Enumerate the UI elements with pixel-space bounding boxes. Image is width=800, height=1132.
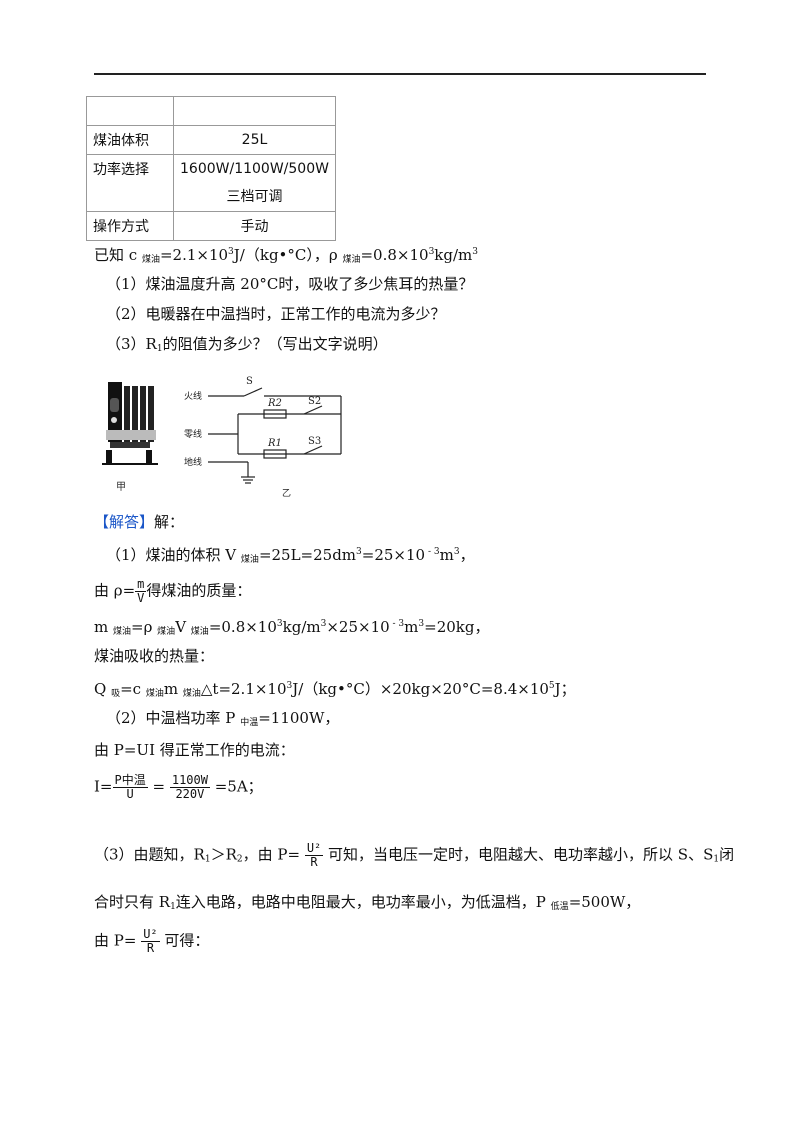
answer-heading: 【解答】解： [94, 513, 185, 531]
table-row: 操作方式 手动 [86, 211, 336, 241]
ground-wire-label: 地线 [184, 456, 202, 468]
circuit-diagram [208, 387, 342, 484]
power-adjust: 三档可调 [226, 189, 283, 205]
question-3: （3）R1的阻值为多少？（写出文字说明） [106, 335, 388, 354]
given-line: 已知 c 煤油=2.1×103J/（kg•°C），ρ 煤油=0.8×103kg/… [94, 246, 478, 265]
answer-step-7: 由 P=UI 得正常工作的电流： [94, 741, 295, 759]
table-cell: 25L [173, 125, 336, 155]
table-row: 煤油体积 25L [86, 125, 336, 155]
table-cell: 功率选择 [86, 154, 174, 212]
table-cell: 1600W/1100W/500W 三档可调 [173, 154, 336, 212]
answer-step-3: m 煤油=ρ 煤油V 煤油=0.8×103kg/m3×25×10 - 3m3=2… [94, 618, 490, 637]
r1-label: R1 [267, 438, 282, 449]
spec-table: 煤油体积 25L 功率选择 1600W/1100W/500W 三档可调 操作方式… [86, 96, 336, 241]
switch-s3-label: S3 [308, 436, 321, 447]
live-wire-label: 火线 [184, 390, 202, 402]
label-jia: 甲 [116, 482, 126, 493]
circuit-figure: 甲 S S2 S3 R2 R1 火线 零线 地线 乙 [102, 376, 342, 499]
switch-s-label: S [246, 376, 253, 387]
table-cell: 煤油体积 [86, 125, 174, 155]
label-yi: 乙 [282, 488, 291, 499]
answer-step-5: Q 吸=c 煤油m 煤油△t=2.1×103J/（kg•°C）×20kg×20°… [94, 680, 576, 699]
table-cell: 操作方式 [86, 211, 174, 241]
question-1: （1）煤油温度升高 20°C时，吸收了多少焦耳的热量？ [106, 275, 474, 293]
table-cell [173, 96, 336, 126]
power-options: 1600W/1100W/500W [180, 161, 329, 177]
heater-image [102, 382, 158, 465]
switch-s2-label: S2 [308, 396, 321, 407]
answer-step-1: （1）煤油的体积 V 煤油=25L=25dm3=25×10 - 3m3， [106, 546, 475, 565]
table-row: 功率选择 1600W/1100W/500W 三档可调 [86, 154, 336, 212]
answer-tag: 【解答】 [94, 513, 155, 531]
answer-step-6: （2）中温档功率 P 中温=1100W， [106, 709, 340, 728]
neutral-wire-label: 零线 [184, 428, 202, 440]
table-cell: 手动 [173, 211, 336, 241]
answer-step-4: 煤油吸收的热量： [94, 647, 215, 665]
table-cell [86, 96, 174, 126]
answer-step-10: 合时只有 R1连入电路，电路中电阻最大，电功率最小，为低温档，P 低温=500W… [94, 893, 641, 912]
question-2: （2）电暖器在中温挡时，正常工作的电流为多少？ [106, 305, 446, 323]
r2-label: R2 [267, 398, 282, 409]
header-rule [94, 73, 706, 75]
table-row [86, 96, 336, 126]
